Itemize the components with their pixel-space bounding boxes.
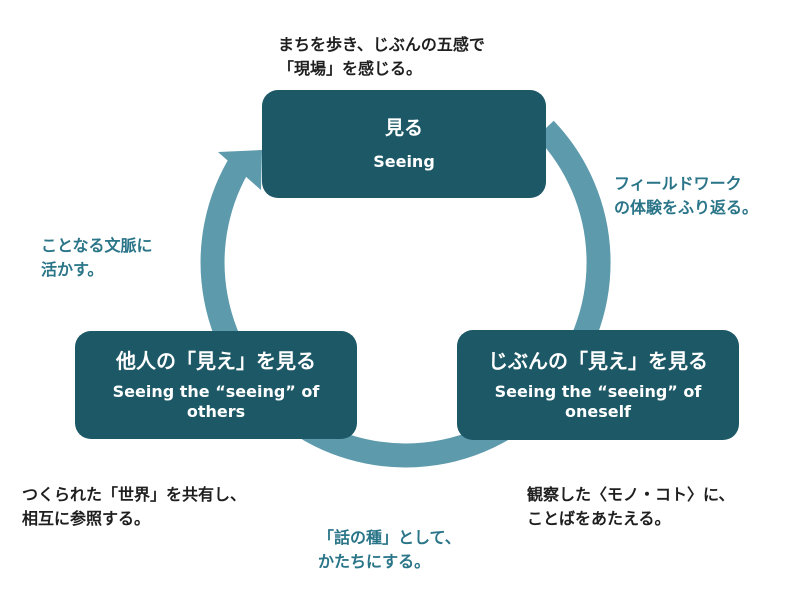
stage-self-seeing-box: じぶんの「見え」を見る Seeing the “seeing” of onese… xyxy=(457,330,739,440)
stage-seeing-box: 見る Seeing xyxy=(262,90,546,198)
stage-others-seeing-title: 他人の「見え」を見る xyxy=(116,349,316,374)
note-shape-topics-line2: かたちにする。 xyxy=(318,552,431,571)
note-reflect-fieldwork-line2: の体験をふり返る。 xyxy=(614,198,759,217)
note-share-worlds-line1: つくられた「世界」を共有し、 xyxy=(22,485,247,504)
stage-self-seeing-subtitle-line2: oneself xyxy=(564,401,632,421)
note-reflect-fieldwork: フィールドワーク の体験をふり返る。 xyxy=(614,172,758,220)
cycle-arrow-body xyxy=(200,120,611,468)
note-share-worlds-line2: 相互に参照する。 xyxy=(22,509,151,528)
note-share-worlds: つくられた「世界」を共有し、 相互に参照する。 xyxy=(22,483,246,531)
note-reflect-fieldwork-line1: フィールドワーク xyxy=(614,174,742,193)
cycle-arrowhead xyxy=(218,150,262,190)
stage-others-seeing-box: 他人の「見え」を見る Seeing the “seeing” of others xyxy=(75,331,357,439)
note-apply-other-contexts: ことなる文脈に 活かす。 xyxy=(41,234,153,282)
note-apply-other-contexts-line1: ことなる文脈に xyxy=(41,236,153,255)
stage-others-seeing-subtitle-line1: Seeing the “seeing” of xyxy=(112,382,320,402)
note-walk-the-town: まちを歩き、じぶんの五感で 「現場」を感じる。 xyxy=(278,33,485,81)
stage-self-seeing-title: じぶんの「見え」を見る xyxy=(488,349,708,374)
note-give-words: 観察した〈モノ・コト〉に、 ことばをあたえる。 xyxy=(527,483,735,531)
stage-seeing-title: 見る xyxy=(384,116,423,139)
note-give-words-line2: ことばをあたえる。 xyxy=(527,509,671,528)
stage-self-seeing-subtitle-line1: Seeing the “seeing” of xyxy=(494,382,702,402)
note-walk-the-town-line2: 「現場」を感じる。 xyxy=(278,59,423,78)
note-shape-topics: 「話の種」として、 かたちにする。 xyxy=(318,526,461,574)
note-apply-other-contexts-line2: 活かす。 xyxy=(41,260,104,279)
stage-seeing-subtitle: Seeing xyxy=(373,152,435,172)
note-walk-the-town-line1: まちを歩き、じぶんの五感で xyxy=(278,35,485,54)
note-shape-topics-line1: 「話の種」として、 xyxy=(318,528,461,547)
note-give-words-line1: 観察した〈モノ・コト〉に、 xyxy=(527,485,735,504)
stage-others-seeing-subtitle-line2: others xyxy=(186,401,246,421)
